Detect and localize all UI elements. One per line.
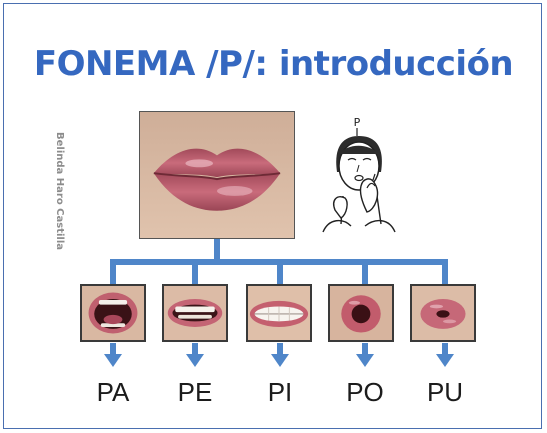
arrow-down-icon: [104, 354, 122, 367]
arrow-down-icon: [271, 354, 289, 367]
arrow-down-icon: [186, 354, 204, 367]
syllable-pe: PE: [177, 377, 213, 407]
arrow-down-icon: [436, 354, 454, 367]
syllable-pu: PU: [426, 377, 464, 407]
sign-letter: P: [354, 116, 361, 129]
syllable-pa: PA: [96, 377, 130, 407]
mouth-e-image: [162, 284, 228, 342]
mouth-a-image: [80, 284, 146, 342]
mouth-u-image: [410, 284, 476, 342]
mouth-o-image: [328, 284, 394, 342]
slide-title: FONEMA /P/: introducción: [33, 44, 514, 84]
syllable-po: PO: [346, 377, 384, 407]
mouth-i-image: [246, 284, 312, 342]
syllable-pi: PI: [267, 377, 293, 407]
arrow-down-icon: [356, 354, 374, 367]
hand-sign-drawing: P: [315, 114, 403, 234]
slide-frame: [3, 3, 542, 429]
author-credit: Belinda Haro Castilla: [54, 132, 65, 251]
closed-lips-image: [139, 111, 295, 239]
